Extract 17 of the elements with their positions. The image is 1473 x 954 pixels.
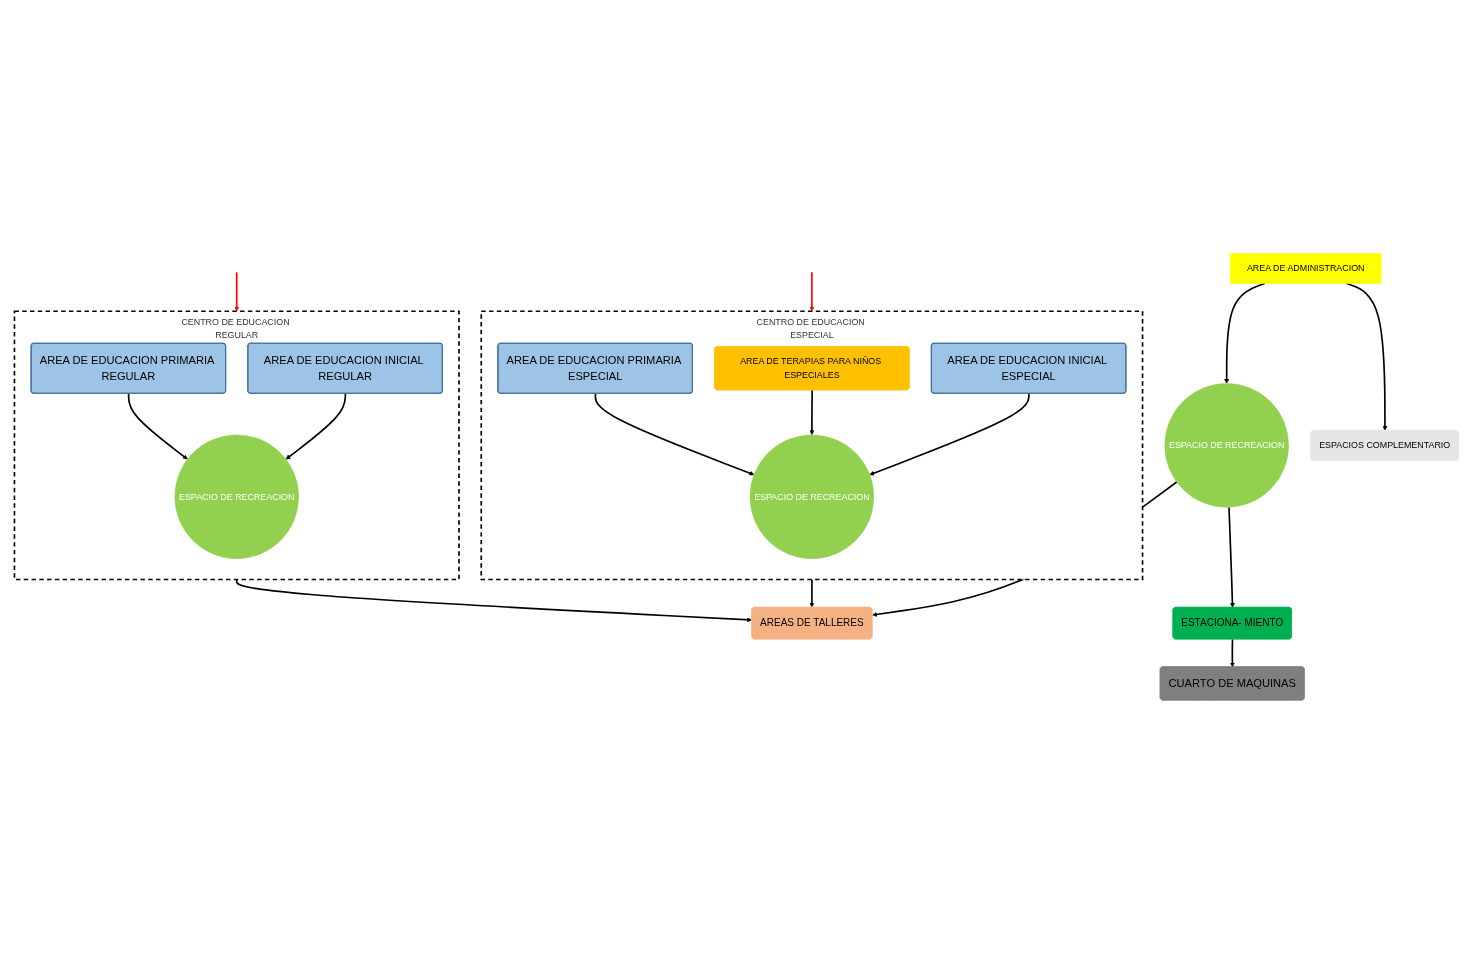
arrow: [1228, 506, 1235, 608]
arrow: [869, 392, 1030, 476]
arrow: [1224, 282, 1266, 384]
arrow: [285, 392, 347, 460]
arrow: [809, 389, 815, 436]
arrow: [809, 578, 815, 608]
arrow: [235, 578, 752, 623]
arrow: [594, 392, 755, 476]
node-box: AREA DE ADMINISTRACION: [1229, 253, 1382, 284]
arrow: [1345, 282, 1388, 432]
arrow: [234, 271, 240, 312]
arrow: [809, 271, 815, 312]
arrow: [127, 392, 188, 460]
node-circle: ESPACIO DE RECREACION: [749, 434, 875, 560]
node-circle: ESPACIO DE RECREACION: [174, 434, 299, 560]
node-circle: ESPACIO DE RECREACION: [1164, 383, 1289, 508]
arrow: [1229, 638, 1235, 668]
